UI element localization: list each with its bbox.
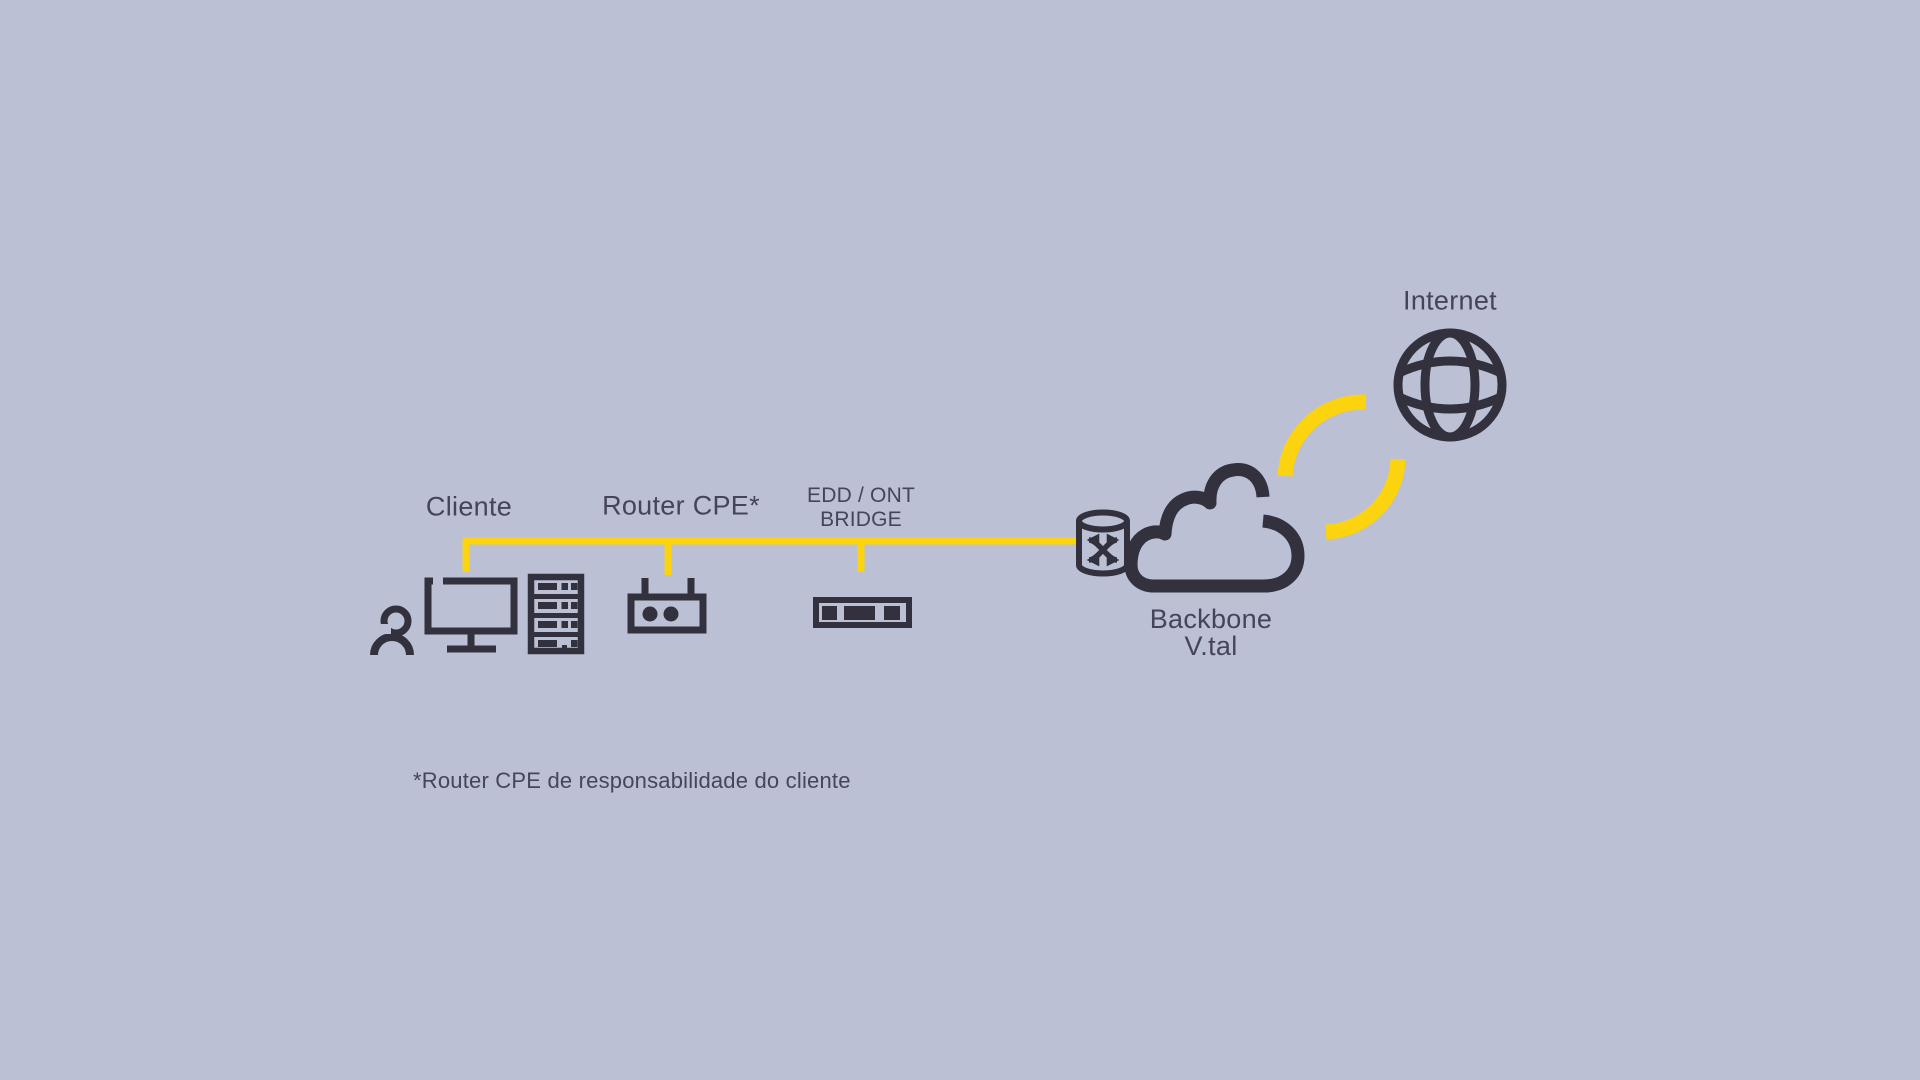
router-cpe-footnote: *Router CPE de responsabilidade do clien… — [413, 768, 851, 793]
arc-top-left — [1277, 394, 1367, 477]
backbone-label-line2: V.tal — [1184, 631, 1238, 661]
cloud-icon — [1124, 463, 1305, 593]
cloud-internet-link-arcs — [1277, 394, 1406, 540]
router-icon — [627, 578, 707, 634]
user-icon — [370, 605, 414, 656]
router-cpe-label: Router CPE* — [602, 490, 760, 521]
arc-bottom-right — [1325, 458, 1406, 540]
cliente-label: Cliente — [425, 491, 513, 522]
edd-ont-bridge-label-line2: BRIDGE — [820, 508, 902, 531]
backbone-vtal-label: Backbone V.tal — [1150, 606, 1273, 660]
internet-label: Internet — [1403, 285, 1497, 316]
globe-icon — [1393, 328, 1507, 442]
edd-ont-bridge-label: EDD / ONT BRIDGE — [807, 484, 915, 532]
service-bus-line — [462, 537, 1076, 575]
backbone-label-line1: Backbone — [1149, 604, 1273, 634]
edd-ont-bridge-label-line1: EDD / ONT — [807, 484, 915, 507]
server-rack-icon — [527, 573, 585, 655]
monitor-icon — [424, 573, 518, 653]
switch-icon — [1076, 509, 1130, 577]
bridge-device-icon — [813, 597, 912, 628]
